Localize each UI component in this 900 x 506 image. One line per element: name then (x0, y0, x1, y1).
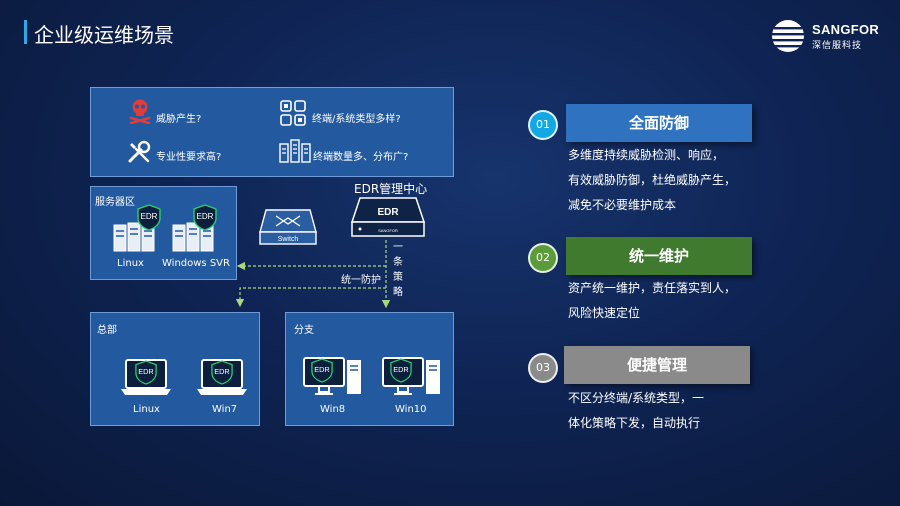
edr-device-sub: SANGFOR (378, 228, 398, 233)
server-zone-label: 服务器区 (95, 197, 135, 208)
edr-shield-icon: EDR (137, 204, 161, 231)
edr-shield-icon: EDR (135, 360, 157, 385)
logo-brand: SANGFOR (812, 22, 880, 37)
edr-shield-icon: EDR (311, 358, 333, 383)
page-title: 企业级运维场景 (34, 23, 174, 47)
hq-label: 总部 (97, 325, 117, 336)
edr-shield-icon: EDR (211, 360, 233, 385)
edr-badge-text: EDR (138, 367, 153, 376)
branch-label: 分支 (294, 325, 314, 336)
edr-device-text: EDR (377, 207, 399, 218)
switch-icon: Switch (259, 209, 317, 245)
hq-host-linux: Linux (133, 404, 160, 415)
step-01-number: 01 (528, 110, 558, 140)
step-01-title: 全面防御 (566, 104, 752, 142)
title-accent-bar (24, 20, 27, 44)
step-01-desc: 多维度持续威胁检测、响应， 有效威胁防御，杜绝威胁产生， 减免不必要维护成本 (568, 148, 737, 212)
sangfor-logo-icon (772, 20, 804, 52)
skull-crossbones-icon (129, 99, 151, 124)
one-policy-label: 一 条 策 略 (393, 242, 403, 298)
step-03-title: 便捷管理 (564, 346, 750, 384)
challenge-threat: 威胁产生? (156, 114, 202, 125)
step-02-number: 02 (528, 243, 558, 273)
step-02-title: 统一维护 (566, 237, 752, 275)
tools-icon (128, 140, 151, 163)
edr-badge-text: EDR (197, 212, 214, 221)
unified-protection-label: 统一防护 (341, 275, 381, 286)
edr-shield-icon: EDR (193, 204, 217, 231)
edr-badge-text: EDR (314, 365, 329, 374)
challenge-scale: 终端数量多、分布广? (313, 152, 409, 163)
challenge-expertise: 专业性要求高? (156, 152, 222, 163)
challenges-panel (90, 87, 454, 177)
edr-shield-icon: EDR (390, 358, 412, 383)
step-03-desc: 不区分终端/系统类型，一 体化策略下发，自动执行 (568, 391, 705, 430)
edr-badge-text: EDR (393, 365, 408, 374)
edr-badge-text: EDR (141, 212, 158, 221)
edr-center-label: EDR管理中心 (354, 182, 428, 196)
step-02-desc: 资产统一维护，责任落实到人， 风险快速定位 (568, 281, 737, 320)
challenge-diversity: 终端/系统类型多样? (312, 114, 401, 125)
switch-label: Switch (278, 236, 299, 243)
branch-host-win10: Win10 (395, 404, 427, 415)
branch-host-win8: Win8 (320, 404, 346, 415)
grid-devices-icon (280, 100, 306, 126)
windows-server-icon (172, 222, 214, 252)
servers-icon (279, 139, 311, 163)
step-03-number: 03 (528, 353, 558, 383)
edr-appliance-icon: EDR SANGFOR (350, 197, 426, 237)
linux-server-icon (113, 222, 155, 252)
logo-subtitle: 深信服科技 (812, 41, 863, 51)
hq-host-win7: Win7 (212, 404, 238, 415)
server-host-linux: Linux (117, 258, 144, 269)
server-host-windows-svr: Windows SVR (162, 258, 230, 269)
edr-badge-text: EDR (214, 367, 229, 376)
